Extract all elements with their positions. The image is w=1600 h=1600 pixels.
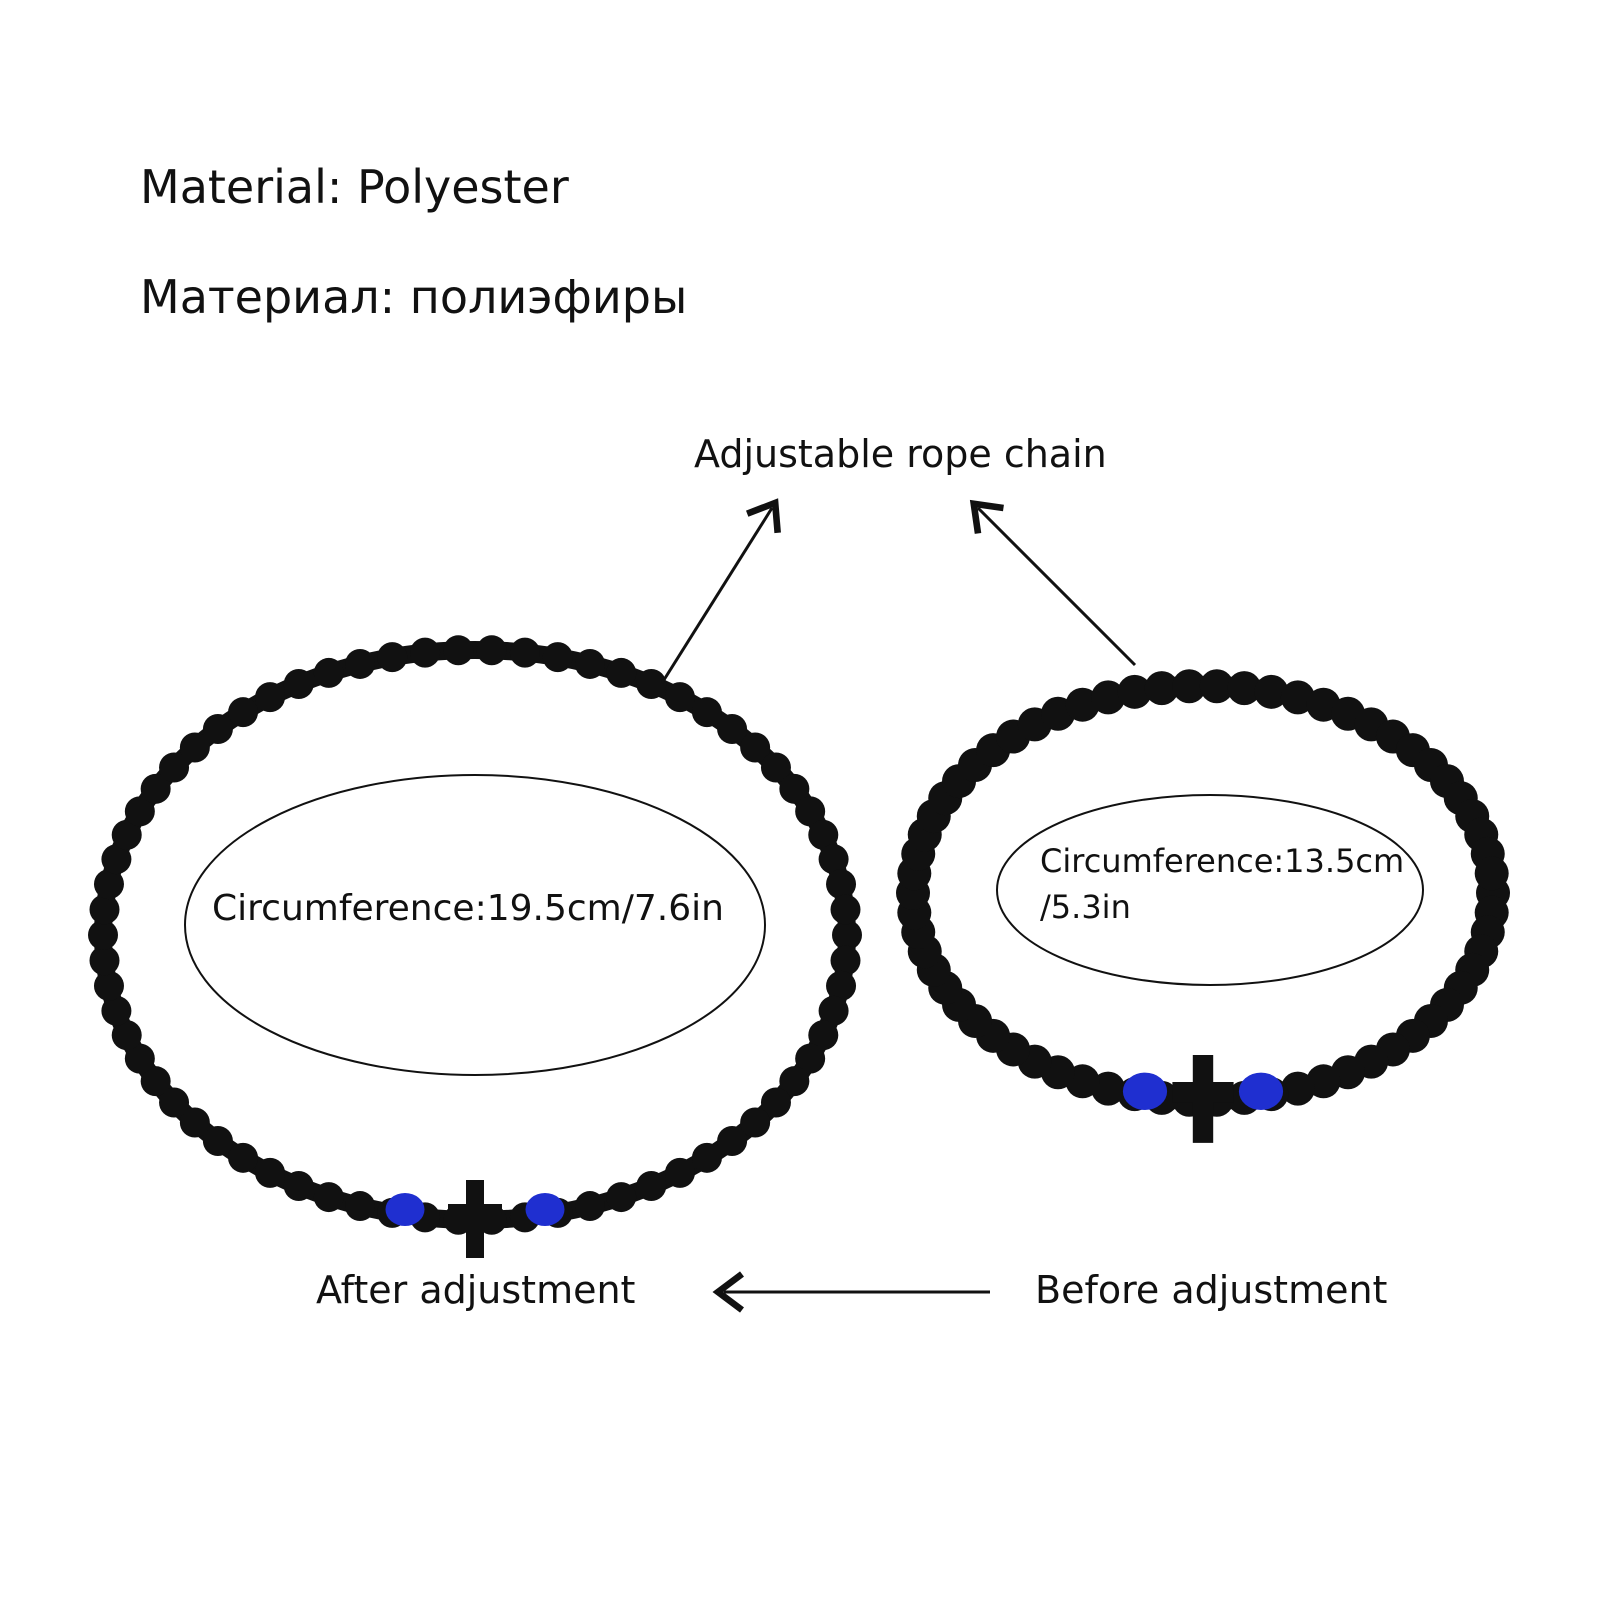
large-bracelet	[88, 635, 862, 1258]
knot	[606, 1182, 637, 1213]
knot	[636, 1170, 667, 1201]
knot	[179, 732, 210, 763]
knot	[664, 682, 695, 713]
knot	[1091, 680, 1126, 715]
knot	[124, 1043, 155, 1074]
knot	[740, 732, 771, 763]
after-adjustment-label: After adjustment	[316, 1268, 636, 1312]
large-circumference-text: Circumference:19.5cm/7.6in	[212, 888, 724, 929]
knot	[93, 869, 124, 900]
knot	[228, 697, 259, 728]
knot	[1065, 687, 1100, 722]
knotted-cross	[448, 1180, 502, 1258]
small-circumference-line2: /5.3in	[1040, 888, 1131, 926]
knot	[740, 1107, 771, 1138]
knot	[826, 869, 857, 900]
large-circumference-ellipse	[184, 774, 766, 1076]
knot	[313, 1182, 344, 1213]
knot	[808, 1020, 839, 1051]
small-bracelet	[896, 669, 1510, 1143]
knot	[542, 642, 573, 673]
knot	[1172, 669, 1207, 704]
arrow-to-rope-label-right	[969, 499, 1137, 667]
knot	[795, 796, 826, 827]
knot	[124, 796, 155, 827]
knot	[509, 637, 540, 668]
knot	[101, 844, 132, 875]
knot	[140, 1066, 171, 1097]
blue-bead	[1122, 1072, 1168, 1111]
knot	[345, 648, 376, 679]
knot	[1144, 671, 1179, 706]
knot	[760, 752, 791, 783]
knot	[779, 1066, 810, 1097]
knot	[202, 714, 233, 745]
knot	[606, 657, 637, 688]
knot	[476, 635, 507, 666]
knot	[1091, 1071, 1126, 1106]
knot	[140, 773, 171, 804]
arrow-to-rope-label-left	[660, 498, 781, 684]
knot	[826, 970, 857, 1001]
knotted-cross	[1172, 1055, 1234, 1143]
knot	[313, 657, 344, 688]
knot	[830, 894, 861, 925]
knot	[574, 1191, 605, 1222]
small-circumference-line1: Circumference:13.5cm	[1040, 842, 1405, 880]
knot	[574, 648, 605, 679]
knot	[795, 1043, 826, 1074]
knot	[760, 1087, 791, 1118]
knot	[345, 1191, 376, 1222]
knot	[664, 1157, 695, 1188]
blue-bead	[385, 1193, 425, 1226]
knot	[717, 714, 748, 745]
blue-bead	[525, 1193, 565, 1226]
rope-chain-label: Adjustable rope chain	[694, 432, 1107, 476]
material-english: Material: Polyester	[140, 160, 569, 214]
knot	[1254, 674, 1289, 709]
knot	[1280, 1071, 1315, 1106]
knot	[808, 819, 839, 850]
knot	[111, 819, 142, 850]
knot	[159, 752, 190, 783]
knot	[1280, 680, 1315, 715]
knot	[179, 1107, 210, 1138]
knot	[89, 894, 120, 925]
knot	[255, 1157, 286, 1188]
knot	[159, 1087, 190, 1118]
knot	[779, 773, 810, 804]
knot	[818, 995, 849, 1026]
knot	[717, 1125, 748, 1156]
knot	[89, 945, 120, 976]
knot	[228, 1142, 259, 1173]
knot	[1117, 674, 1152, 709]
small-circumference-ellipse	[996, 794, 1424, 986]
knot	[111, 1020, 142, 1051]
knot	[691, 697, 722, 728]
knot	[202, 1125, 233, 1156]
knot	[377, 642, 408, 673]
knot	[283, 669, 314, 700]
knot	[832, 920, 862, 950]
knot	[636, 669, 667, 700]
knot	[88, 920, 118, 950]
blue-bead	[1238, 1072, 1284, 1111]
knot	[691, 1142, 722, 1173]
knot	[255, 682, 286, 713]
knot	[410, 637, 441, 668]
knot	[1227, 671, 1262, 706]
knot	[443, 635, 474, 666]
material-russian: Материал: полиэфиры	[140, 270, 688, 324]
knot	[283, 1170, 314, 1201]
knot	[818, 844, 849, 875]
before-adjustment-label: Before adjustment	[1035, 1268, 1388, 1312]
knot	[830, 945, 861, 976]
knot	[93, 970, 124, 1001]
knot	[1474, 856, 1509, 891]
knot	[101, 995, 132, 1026]
knot	[1199, 669, 1234, 704]
knot	[1306, 1064, 1341, 1099]
